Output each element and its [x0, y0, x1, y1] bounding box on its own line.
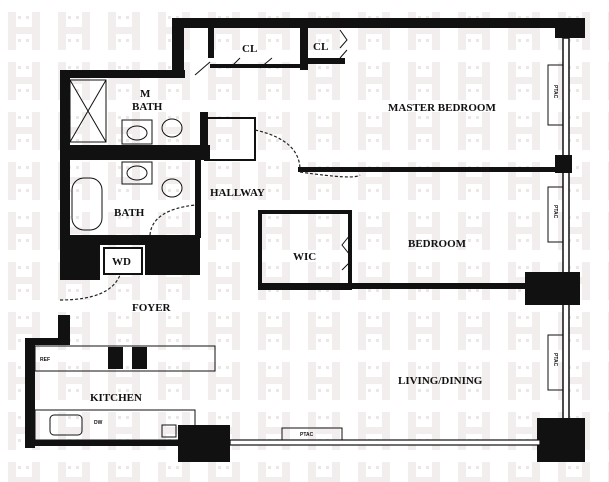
room-bedroom: BEDROOM: [408, 238, 467, 250]
room-wic: WIC: [293, 251, 316, 263]
room-m-bath: M: [140, 88, 151, 100]
ptac-label-2: PTAC: [552, 205, 558, 219]
room-m-bath-2: BATH: [132, 101, 163, 113]
room-hallway: HALLWAY: [210, 187, 265, 199]
room-foyer: FOYER: [132, 302, 172, 314]
door-swings: [59, 29, 361, 301]
fixtures: [34, 64, 564, 441]
room-closet-1: CL: [242, 43, 257, 55]
fixture-labels: REF DW PTAC PTAC PTAC PTAC: [40, 85, 558, 438]
walls: [25, 18, 585, 462]
ptac-label-3: PTAC: [552, 353, 558, 367]
room-labels: MASTER BEDROOM BEDROOM LIVING/DINING KIT…: [90, 41, 496, 404]
room-wd: WD: [112, 256, 131, 268]
room-bath: BATH: [114, 207, 145, 219]
dw-label: DW: [94, 420, 103, 426]
room-closet-2: CL: [313, 41, 328, 53]
room-kitchen: KITCHEN: [90, 392, 142, 404]
room-master-bedroom: MASTER BEDROOM: [388, 102, 496, 114]
room-living-dining: LIVING/DINING: [398, 375, 483, 387]
ptac-label-1: PTAC: [552, 85, 558, 99]
ptac-label-4: PTAC: [300, 432, 314, 438]
ref-label: REF: [40, 357, 50, 363]
